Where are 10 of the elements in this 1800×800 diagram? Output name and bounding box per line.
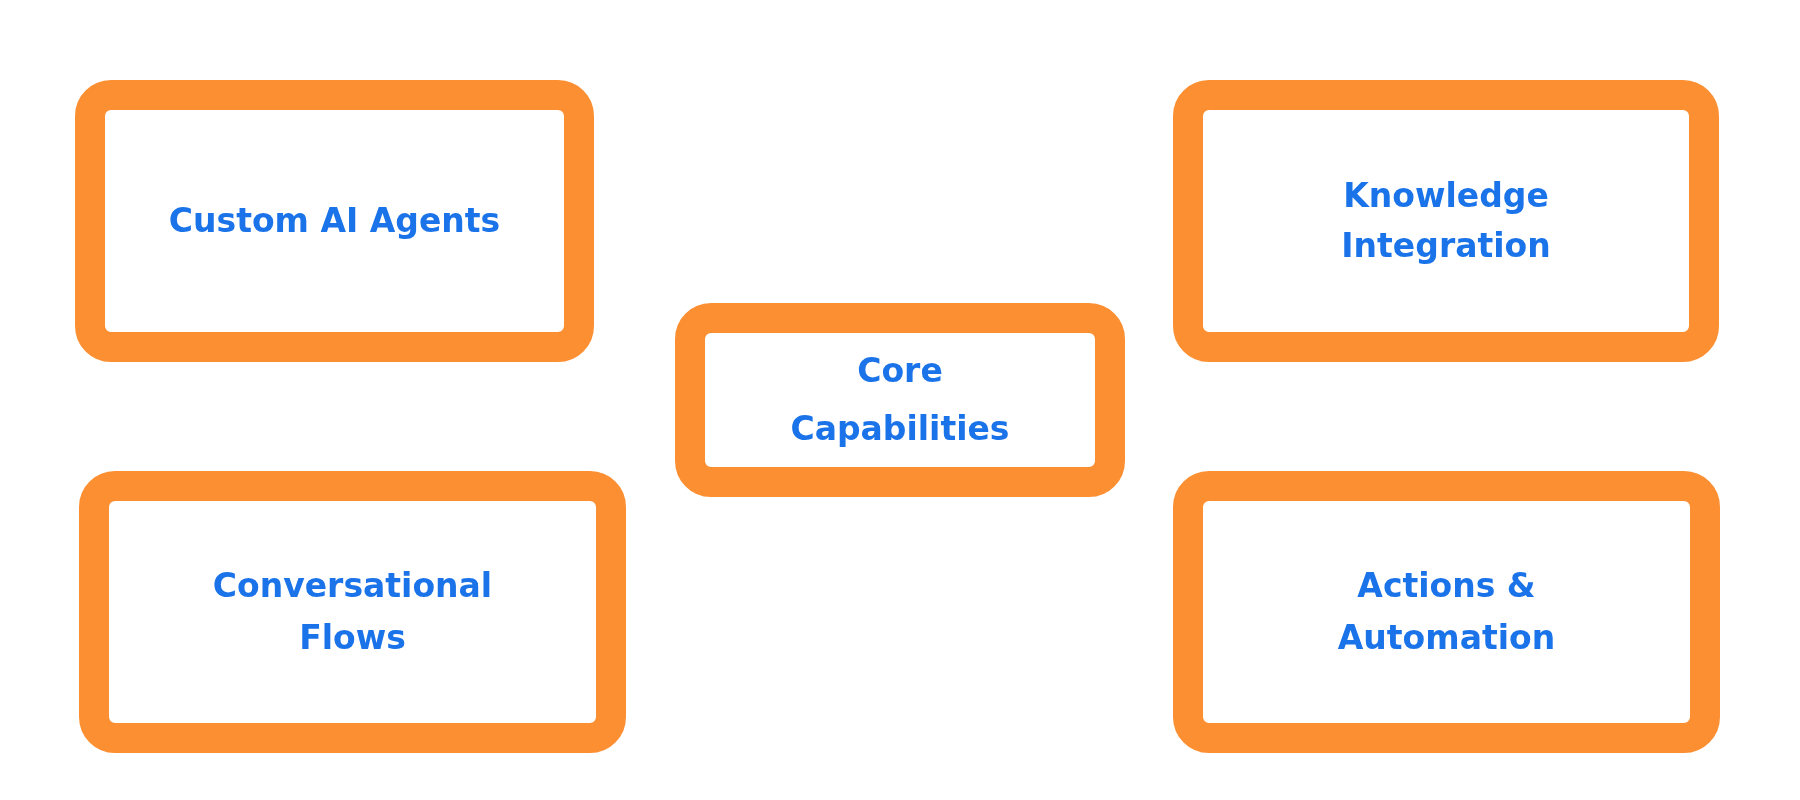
box-label: Custom AI Agents [168,200,501,242]
box-label: Conversational Flows [211,565,494,659]
rounded-box [1173,471,1720,753]
rounded-box [675,303,1125,497]
box-label: Actions & Automation [1336,565,1557,659]
box-label: Core Capabilities [789,350,1011,450]
rounded-box [79,471,626,753]
rounded-box [75,80,594,362]
rounded-box [1173,80,1719,362]
box-label: Knowledge Integration [1340,175,1552,267]
